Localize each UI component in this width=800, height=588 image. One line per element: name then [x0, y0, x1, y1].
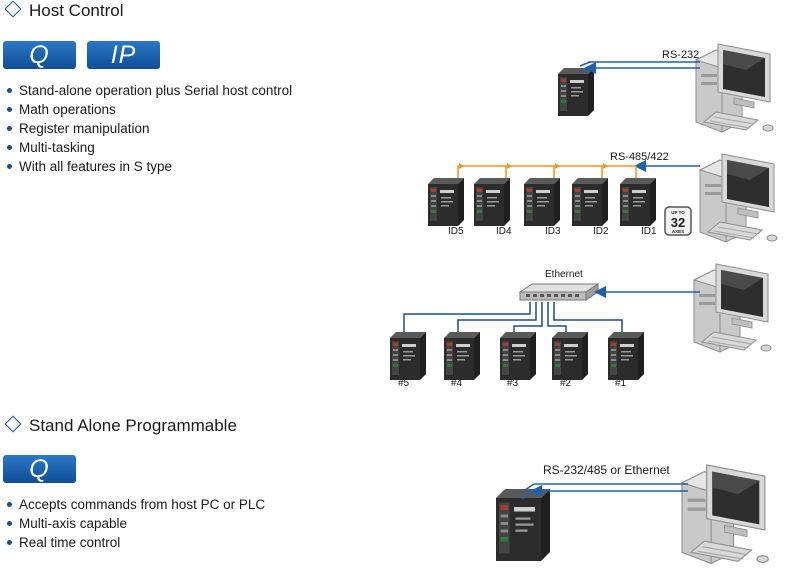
heading-host-control: Host Control: [4, 0, 123, 21]
bullet-icon: [7, 145, 12, 150]
bullet-icon: [7, 164, 12, 169]
bullet-icon: [7, 126, 12, 131]
drive-id-label: #5: [398, 378, 410, 389]
heading-stand-alone-programmable: Stand Alone Programmable: [4, 415, 237, 436]
drive-icon: [500, 332, 536, 380]
host-pc-icon: [681, 464, 769, 565]
rs485-diagram: RS-485/422 ID5 ID4 ID3 ID2 ID1 UP TO 32 …: [428, 151, 778, 243]
bullet-icon: [7, 502, 12, 507]
drive-id-label: #1: [615, 378, 627, 389]
drive-icon: [474, 178, 510, 226]
drive-id-label: ID3: [545, 226, 561, 237]
rs485-label: RS-485/422: [610, 151, 669, 163]
ethernet-switch-label: Ethernet: [545, 269, 583, 280]
drive-icon: [496, 489, 550, 561]
rs232-label: RS-232: [662, 49, 699, 61]
drive-icon: [608, 332, 644, 380]
badge-ip: IP: [87, 41, 160, 69]
list-item: Multi-tasking: [4, 138, 292, 157]
ethernet-switch-icon: [518, 283, 600, 301]
list-item: Multi-axis capable: [4, 514, 265, 533]
svg-text:UP TO: UP TO: [671, 210, 685, 215]
standalone-link-label: RS-232/485 or Ethernet: [543, 463, 670, 477]
drive-icon: [558, 68, 594, 116]
standalone-diagram: RS-232/485 or Ethernet: [496, 463, 769, 565]
drive-icon: [552, 332, 588, 380]
list-item: With all features in S type: [4, 157, 292, 176]
drive-id-label: ID5: [448, 226, 464, 237]
rs232-diagram: RS-232: [558, 43, 774, 133]
drive-id-label: #3: [507, 378, 519, 389]
drive-icon: [572, 178, 608, 226]
list-item: Real time control: [4, 533, 265, 552]
drive-icon: [428, 178, 464, 226]
host-pc-icon: [699, 153, 778, 243]
drive-id-label: #2: [560, 378, 572, 389]
drive-id-label: ID4: [496, 226, 512, 237]
host-pc-icon: [693, 263, 772, 353]
svg-text:32: 32: [671, 215, 685, 230]
svg-text:AXES: AXES: [672, 229, 684, 234]
up-to-32-axes-badge: UP TO 32 AXES: [664, 206, 692, 236]
bullet-icon: [7, 540, 12, 545]
drive-id-label: #4: [451, 378, 463, 389]
host-pc-icon: [695, 43, 774, 133]
ethernet-diagram: Ethernet #5 #4 #3 #2 #1: [390, 263, 772, 389]
drive-id-label: ID2: [593, 226, 609, 237]
list-item: Accepts commands from host PC or PLC: [4, 495, 265, 514]
bullet-icon: [7, 88, 12, 93]
drive-id-label: ID1: [641, 226, 657, 237]
list-item: Math operations: [4, 100, 292, 119]
badge-q: Q: [3, 41, 76, 69]
stand-alone-feature-list: Accepts commands from host PC or PLC Mul…: [4, 495, 265, 552]
bullet-icon: [7, 107, 12, 112]
drive-icon: [620, 178, 656, 226]
drive-icon: [524, 178, 560, 226]
list-item: Stand-alone operation plus Serial host c…: [4, 81, 292, 100]
drive-icon: [390, 332, 426, 380]
drive-icon: [444, 332, 480, 380]
list-item: Register manipulation: [4, 119, 292, 138]
badge-q: Q: [3, 455, 76, 483]
bullet-icon: [7, 521, 12, 526]
host-control-feature-list: Stand-alone operation plus Serial host c…: [4, 81, 292, 176]
